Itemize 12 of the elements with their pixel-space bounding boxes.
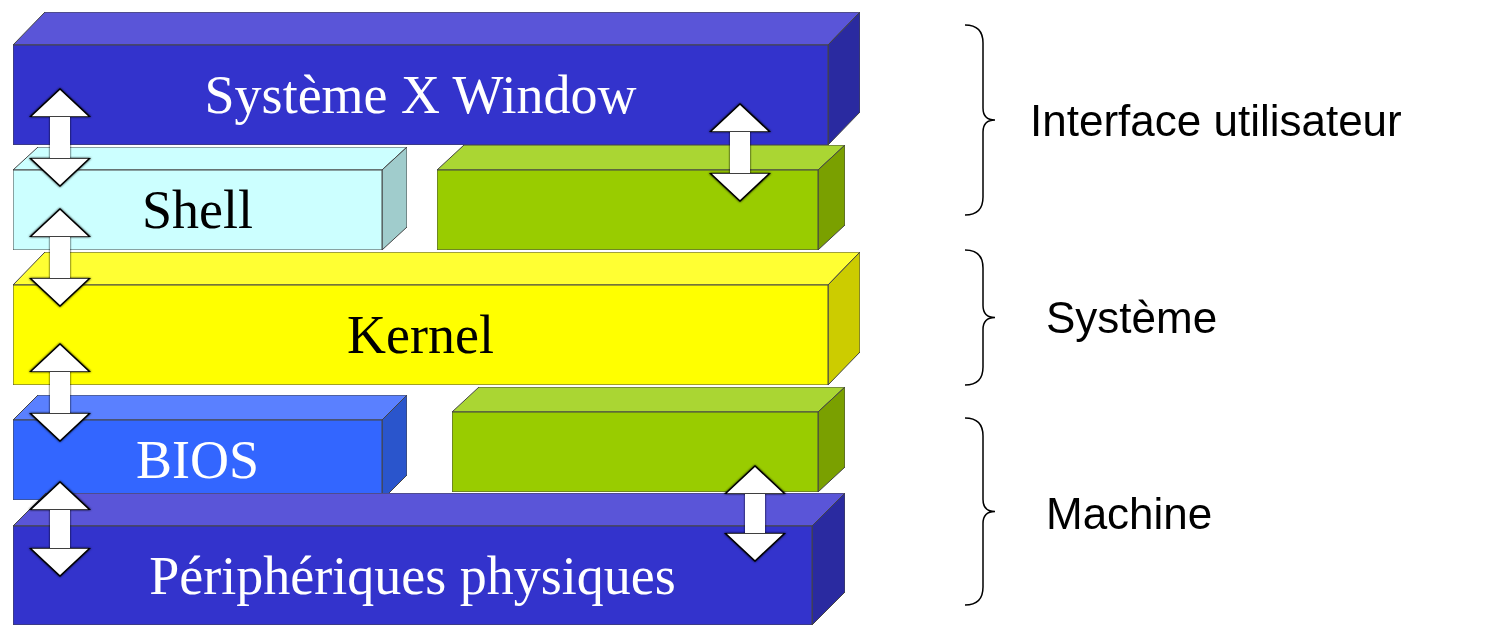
layer-group-label: Machine [1046, 488, 1213, 540]
layer-group-label: Système [1046, 292, 1218, 344]
layer-group-label: Interface utilisateur [1030, 95, 1402, 147]
double-arrow [29, 208, 91, 307]
double-arrow [29, 343, 91, 442]
double-arrow [724, 465, 786, 562]
double-arrow [29, 88, 91, 187]
layer-label: Kernel [347, 308, 494, 362]
layer-label: Shell [142, 183, 253, 237]
layer-label: BIOS [136, 433, 259, 487]
double-arrow [709, 103, 771, 202]
double-arrow [29, 481, 91, 577]
